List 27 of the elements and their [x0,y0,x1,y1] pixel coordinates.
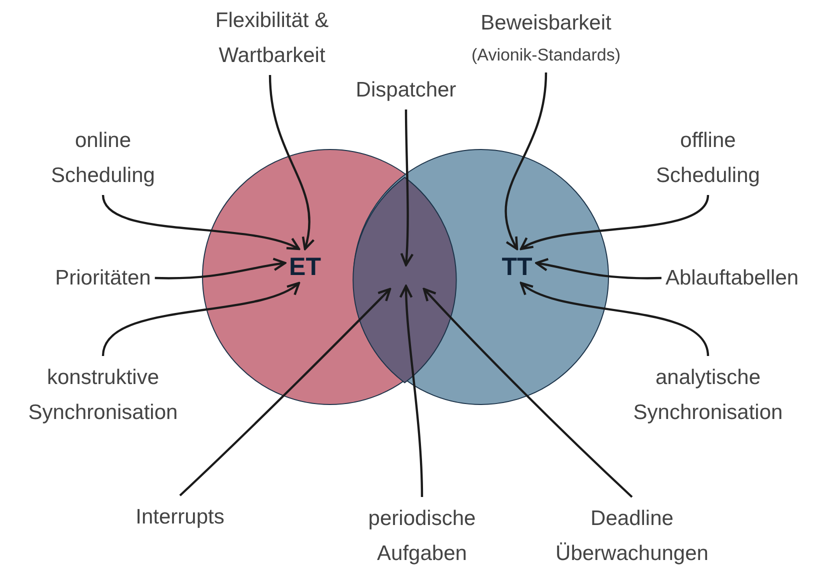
concept-label: periodische Aufgaben [332,501,512,569]
concept-label: Deadline Überwachungen [542,501,722,569]
note-label: (Avionik-Standards) [472,44,620,66]
concept-label: konstruktive Synchronisation [13,360,193,430]
concept-label: analytische Synchronisation [618,360,798,430]
concept-label: Beweisbarkeit [480,10,612,36]
concept-label: Prioritäten [55,260,151,296]
arrow [400,110,414,266]
arrow [520,282,710,356]
concept-label: Interrupts [136,500,224,534]
arrow [102,194,300,251]
concept-label: Flexibilität & Wartbarkeit [197,3,347,73]
arrow [268,74,314,250]
arrow [504,72,548,250]
concept-label: Dispatcher [356,72,456,108]
arrow [520,194,710,250]
arrow [102,282,300,356]
arrow [422,288,633,498]
concept-label: Ablauftabellen [665,260,799,296]
set-label: TT [502,253,532,281]
concept-label: online Scheduling [43,123,163,193]
concept-label: offline Scheduling [648,123,768,193]
arrow [179,288,392,496]
arrow [535,258,662,280]
arrow [400,284,424,498]
arrow [154,258,286,280]
set-label: ET [289,253,321,281]
